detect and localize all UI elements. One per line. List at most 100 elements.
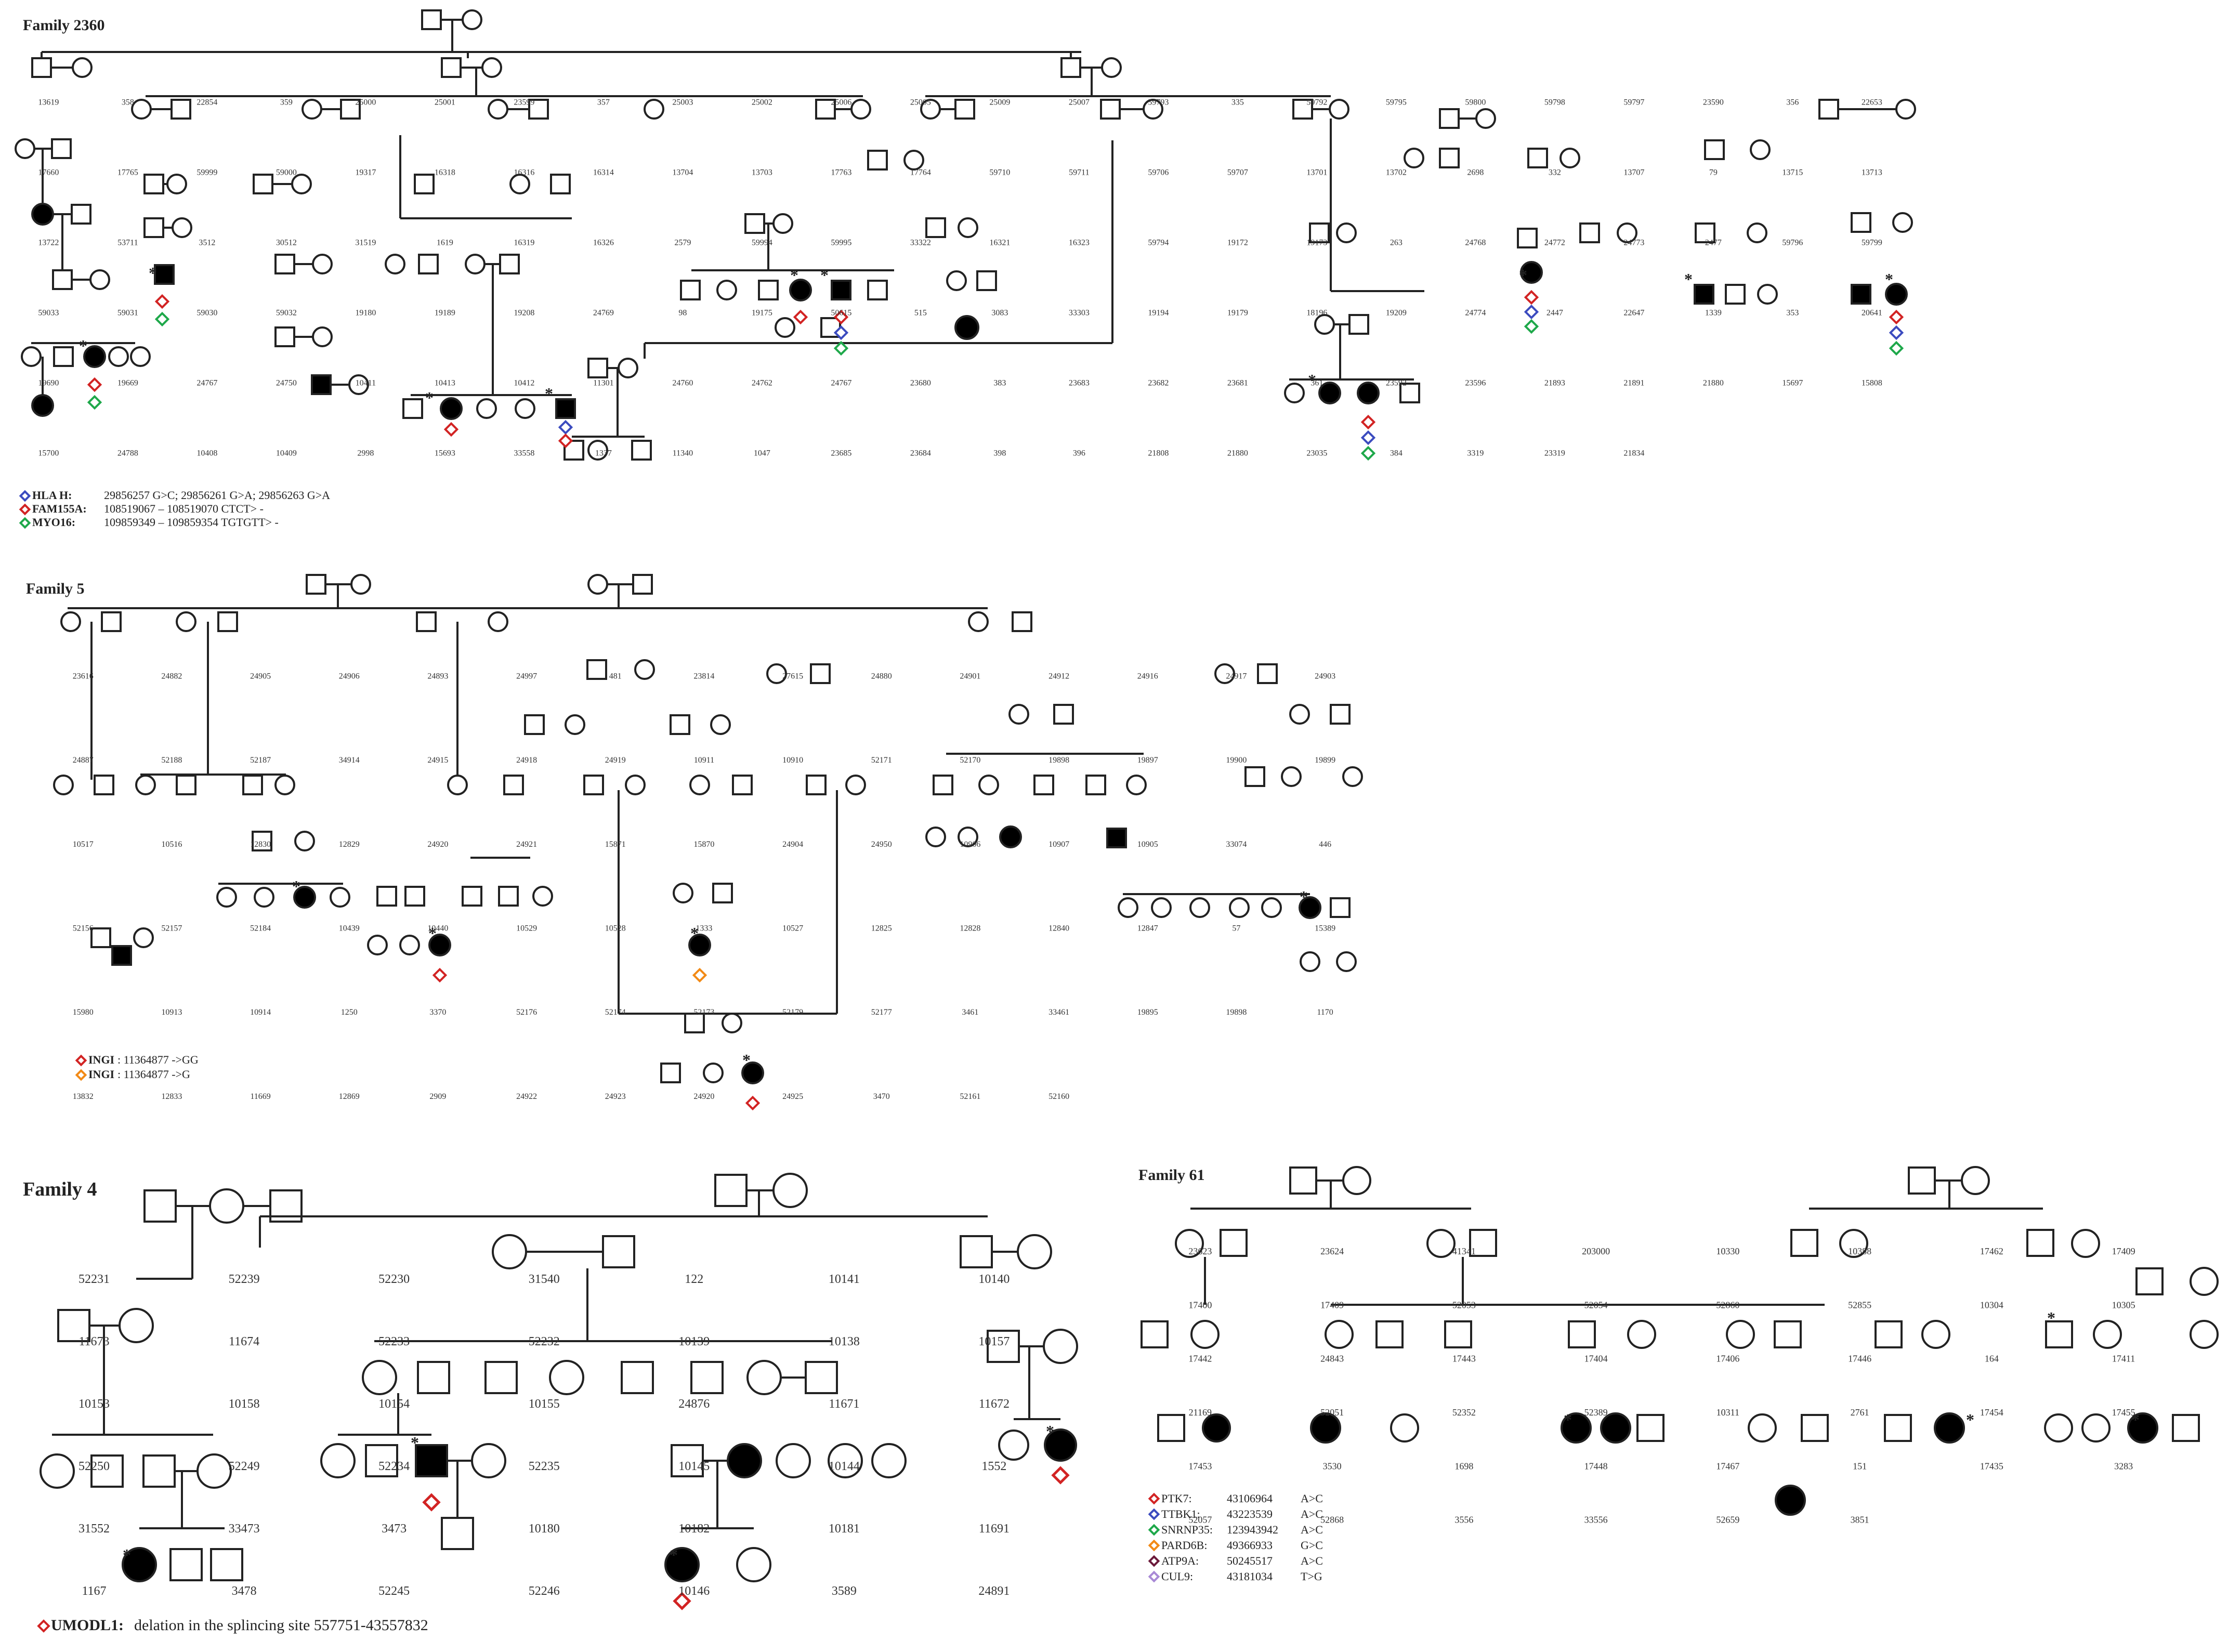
- individual-id-label: 359: [280, 98, 293, 107]
- individual-id-label: 12833: [161, 1092, 182, 1101]
- individual-id-label: 24876: [678, 1397, 710, 1411]
- individual-id-label: 515: [914, 309, 927, 318]
- individual-id-label: 59796: [1782, 239, 1803, 247]
- individual-id-label: 59798: [1544, 98, 1565, 107]
- individual-id-label: 151: [1853, 1461, 1867, 1471]
- legend-diamond-icon: [1148, 1492, 1160, 1505]
- individual-id-label: 23623: [1188, 1246, 1212, 1256]
- individual-id-label: 10305: [2112, 1300, 2135, 1310]
- individual-id-label: 2447: [1547, 309, 1563, 318]
- individual-id-label: 10412: [514, 379, 534, 388]
- individual-id-label: 24950: [871, 840, 892, 849]
- individual-id-label: 23683: [1069, 379, 1090, 388]
- proband-asterisk: *: [670, 1545, 678, 1564]
- individual-id-label: 358: [122, 98, 134, 107]
- individual-id-label: 52239: [229, 1273, 260, 1286]
- individual-id-label: 52184: [250, 924, 271, 933]
- individual-id-label: 13715: [1782, 168, 1803, 177]
- individual-id-label: 2761: [1851, 1407, 1869, 1418]
- individual-id-label: 23319: [1544, 449, 1565, 458]
- individual-id-label: 23599: [514, 98, 534, 107]
- individual-id-label: 10439: [339, 924, 360, 933]
- individual-id-label: 52156: [73, 924, 94, 933]
- individual-id-label: 17446: [1848, 1354, 1871, 1364]
- individual-id-label: 356: [1786, 98, 1799, 107]
- panel-title: Family 4: [23, 1178, 97, 1200]
- individual-id-label: 17448: [1584, 1461, 1608, 1471]
- proband-asterisk: *: [1564, 1410, 1572, 1429]
- individual-id-label: 52249: [229, 1460, 260, 1473]
- individual-id-label: 18196: [1306, 309, 1327, 318]
- individual-id-label: 52855: [1848, 1300, 1871, 1310]
- individual-id-label: 10146: [678, 1584, 710, 1598]
- individual-id-label: 15980: [73, 1008, 94, 1017]
- individual-id-label: 1250: [341, 1008, 358, 1017]
- individual-id-label: 98: [678, 309, 687, 318]
- individual-id-label: 10413: [435, 379, 455, 388]
- individual-id-label: 25007: [1069, 98, 1090, 107]
- legend-variant-label: delation in the splincing site 557751-43…: [134, 1617, 428, 1634]
- individual-id-label: 12825: [871, 924, 892, 933]
- individual-id-label: 10330: [1716, 1246, 1739, 1256]
- legend-gene-label: INGI: [88, 1068, 114, 1081]
- individual-id-label: 24750: [276, 379, 297, 388]
- individual-id-label: 16321: [989, 239, 1010, 247]
- individual-id-label: 23592: [1386, 379, 1407, 388]
- individual-id-label: 3473: [382, 1522, 407, 1536]
- individual-id-label: 25003: [672, 98, 693, 107]
- individual-id-label: 59800: [1465, 98, 1486, 107]
- individual-id-label: 15808: [1862, 379, 1882, 388]
- individual-id-label: 263: [1390, 239, 1403, 247]
- individual-id-label: 19172: [1227, 239, 1248, 247]
- individual-id-label: 2998: [357, 449, 374, 458]
- individual-id-label: 23680: [910, 379, 931, 388]
- individual-id-label: 19175: [752, 309, 772, 318]
- panel-title: Family 61: [1138, 1166, 1205, 1184]
- individual-id-label: 24760: [672, 379, 693, 388]
- individual-id-label: 13702: [1386, 168, 1407, 177]
- individual-id-label: 52187: [250, 756, 271, 765]
- individual-id-label: 16319: [514, 239, 534, 247]
- individual-id-label: 1047: [754, 449, 770, 458]
- individual-id-label: 52054: [1584, 1300, 1608, 1310]
- individual-id-label: 17454: [1980, 1407, 2003, 1418]
- proband-asterisk: *: [123, 1545, 131, 1564]
- legend-gene-label: ATP9A:: [1161, 1554, 1199, 1567]
- individual-id-label: 24880: [871, 672, 892, 681]
- legend-gene-label: HLA H:: [32, 489, 72, 502]
- individual-id-label: 52176: [516, 1008, 537, 1017]
- individual-id-label: 24901: [960, 672, 980, 681]
- legend-diamond-icon: [1148, 1508, 1160, 1520]
- individual-id-label: 59711: [1069, 168, 1089, 177]
- individual-id-label: 24906: [339, 672, 360, 681]
- individual-id-label: 17455: [2112, 1407, 2135, 1418]
- individual-id-label: 24774: [1465, 309, 1486, 318]
- individual-id-label: 30512: [276, 239, 297, 247]
- individual-id-label: 24920: [693, 1092, 714, 1101]
- legend-variant-label: : 11364877 ->G: [117, 1068, 190, 1081]
- legend-change-label: A>C: [1301, 1554, 1323, 1567]
- individual-id-label: 79: [1709, 168, 1718, 177]
- individual-id-label: 59030: [196, 309, 217, 318]
- individual-id-label: 33074: [1226, 840, 1247, 849]
- panel-family-61: [1141, 1166, 2219, 1516]
- individual-id-label: 59792: [1306, 98, 1327, 107]
- individual-id-label: 52232: [529, 1335, 560, 1348]
- panel-title: Family 5: [26, 580, 85, 597]
- proband-asterisk: *: [690, 924, 699, 942]
- individual-id-label: 59000: [276, 168, 297, 177]
- individual-id-label: 332: [1549, 168, 1561, 177]
- individual-id-label: 13832: [73, 1092, 94, 1101]
- individual-id-label: 357: [597, 98, 610, 107]
- individual-id-label: 3589: [832, 1584, 857, 1598]
- individual-id-label: 396: [1073, 449, 1085, 458]
- individual-id-label: 10155: [529, 1397, 560, 1411]
- proband-asterisk: *: [1308, 371, 1316, 389]
- individual-id-label: 10180: [529, 1522, 560, 1536]
- legend-change-label: A>C: [1301, 1523, 1323, 1536]
- proband-asterisk: *: [1885, 270, 1893, 289]
- panel-family-2360: [15, 9, 1916, 461]
- individual-id-label: 11673: [78, 1335, 109, 1348]
- individual-id-label: 1167: [82, 1584, 106, 1598]
- legend-diamond-icon: [1148, 1524, 1160, 1536]
